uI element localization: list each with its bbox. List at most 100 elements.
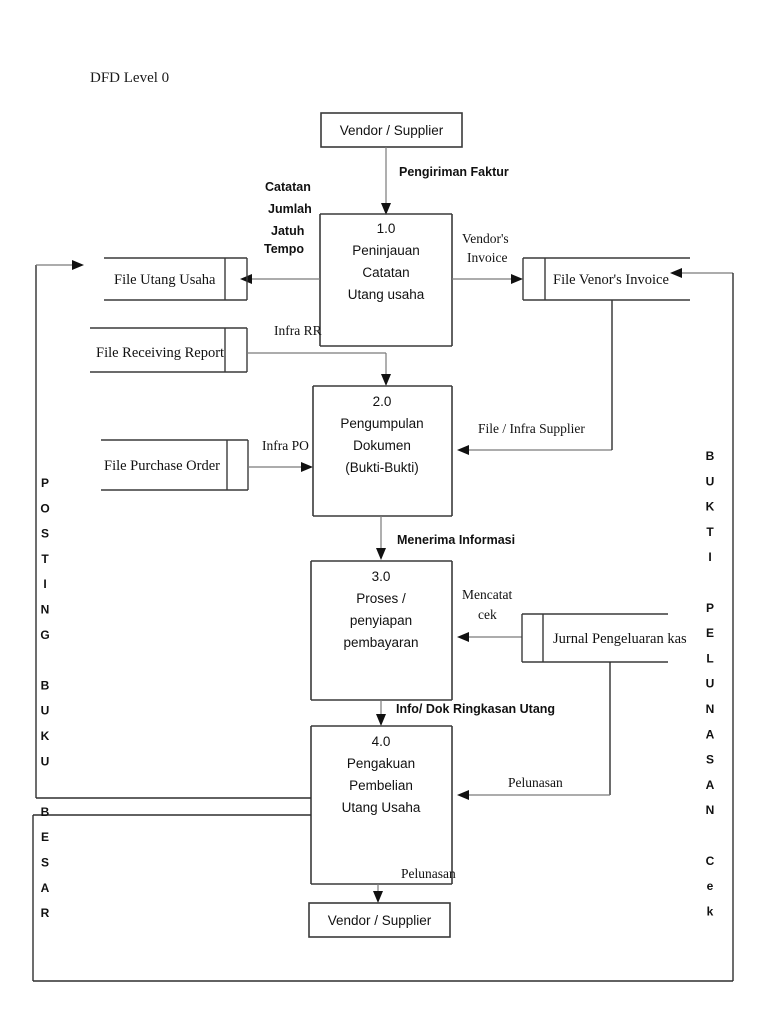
posting-buku-besar-loop	[35, 260, 311, 799]
bukti-pelunasan-cek-loop	[32, 273, 734, 982]
datastore-label: File Utang Usaha	[114, 272, 216, 288]
process-1-peninjauan-catatan-utang-usaha[interactable]: 1.0 Peninjauan Catatan Utang usaha	[319, 213, 453, 347]
bukti-pelunasan-cek-letter: S	[706, 753, 714, 767]
bukti-pelunasan-cek-letter: C	[706, 854, 715, 868]
process-line-1: Proses /	[356, 591, 406, 606]
bukti-pelunasan-cek-letter: N	[706, 803, 715, 817]
process-number: 2.0	[373, 394, 392, 409]
bukti-pelunasan-cek-letter: L	[706, 651, 713, 665]
flow-mencatat-cek-line: Mencatat cek	[457, 587, 522, 642]
posting-buku-besar-letter: B	[41, 805, 50, 819]
posting-buku-besar-letter: P	[41, 476, 49, 490]
flow-label-info-dok: Info/ Dok Ringkasan Utang	[396, 702, 555, 716]
datastore-file-receiving-report[interactable]: File Receiving Report	[90, 327, 248, 373]
bukti-pelunasan-cek-letter: E	[706, 626, 714, 640]
posting-buku-besar-letter: T	[41, 552, 49, 566]
flow-label-infra-rr: Infra RR	[274, 323, 322, 338]
bukti-pelunasan-cek-letter: U	[706, 474, 715, 488]
datastore-label: File Purchase Order	[104, 458, 220, 474]
bukti-pelunasan-cek-letter: T	[706, 525, 714, 539]
flow-infra-rr-line: Infra RR	[247, 323, 391, 386]
posting-buku-besar-letter: I	[43, 577, 46, 591]
flow-pelunasan-right-line: Pelunasan	[457, 662, 611, 800]
flow-menerima-informasi-line: Menerima Informasi	[376, 516, 515, 560]
posting-buku-besar-letter: S	[41, 527, 49, 541]
posting-buku-besar-letter: A	[41, 881, 50, 895]
process-line-1: Pengakuan	[347, 756, 415, 771]
datastore-jurnal-pengeluaran-kas[interactable]: Jurnal Pengeluaran kas	[521, 613, 687, 663]
flow-pelunasan-bottom-line: Pelunasan	[373, 866, 456, 903]
process-line-3: Utang Usaha	[342, 800, 421, 815]
bukti-pelunasan-cek-letter: U	[706, 677, 715, 691]
posting-buku-besar-letter: U	[41, 754, 50, 768]
bukti-pelunasan-cek-letter: P	[706, 601, 714, 615]
bukti-pelunasan-cek-letter: A	[706, 778, 715, 792]
flow-label-file-infra-supplier: File / Infra Supplier	[478, 421, 585, 436]
flow-label-jumlah: Jumlah	[268, 202, 312, 216]
posting-buku-besar-letter: G	[40, 628, 49, 642]
entity-label: Vendor / Supplier	[328, 913, 432, 928]
posting-buku-besar-letter: U	[41, 704, 50, 718]
flow-vendors-invoice: Vendor's Invoice	[452, 231, 523, 284]
posting-buku-besar-letter: S	[41, 856, 49, 870]
flow-label-pelunasan-right: Pelunasan	[508, 775, 563, 790]
process-2-pengumpulan-dokumen[interactable]: 2.0 Pengumpulan Dokumen (Bukti-Bukti)	[312, 385, 453, 517]
flow-label-catatan: Catatan	[265, 180, 311, 194]
flow-pengiriman-faktur-line: Pengiriman Faktur	[381, 147, 509, 215]
flow-label-invoice: Invoice	[467, 250, 507, 265]
flow-file-infra-supplier-line: File / Infra Supplier	[457, 300, 613, 455]
process-number: 3.0	[372, 569, 391, 584]
entity-vendor-supplier-bottom[interactable]: Vendor / Supplier	[308, 902, 451, 938]
bukti-pelunasan-cek-letter: A	[706, 727, 715, 741]
flow-label-menerima-informasi: Menerima Informasi	[397, 533, 515, 547]
flow-infra-po-line: Infra PO	[248, 438, 313, 472]
process-line-3: Utang usaha	[348, 287, 425, 302]
posting-buku-besar-letter: K	[41, 729, 50, 743]
process-4-pengakuan-pembelian-utang-usaha[interactable]: 4.0 Pengakuan Pembelian Utang Usaha	[310, 725, 453, 885]
process-line-1: Peninjauan	[352, 243, 420, 258]
posting-buku-besar-letter: R	[41, 906, 50, 920]
process-line-2: Catatan	[362, 265, 409, 280]
posting-buku-besar-letter: N	[41, 603, 50, 617]
bukti-pelunasan-cek-letter: N	[706, 702, 715, 716]
posting-buku-besar-letter: B	[41, 678, 50, 692]
flow-label-mencatat: Mencatat	[462, 587, 512, 602]
process-line-2: Dokumen	[353, 438, 411, 453]
datastore-file-venors-invoice[interactable]: File Venor's Invoice	[522, 257, 690, 301]
process-line-2: Pembelian	[349, 778, 413, 793]
posting-buku-besar-letter: O	[40, 501, 49, 515]
flow-label-vendors: Vendor's	[462, 231, 509, 246]
process-line-3: pembayaran	[343, 635, 418, 650]
bukti-pelunasan-cek-letter: K	[706, 500, 715, 514]
entity-label: Vendor / Supplier	[340, 123, 444, 138]
posting-buku-besar-letter: E	[41, 830, 49, 844]
flow-label-tempo: Tempo	[264, 242, 304, 256]
datastore-file-utang-usaha[interactable]: File Utang Usaha	[104, 257, 248, 301]
flow-label-pelunasan-bottom: Pelunasan	[401, 866, 456, 881]
bukti-pelunasan-cek-letter: B	[706, 449, 715, 463]
flow-label-infra-po: Infra PO	[262, 438, 309, 453]
process-number: 1.0	[377, 221, 396, 236]
bukti-pelunasan-cek-letter: e	[707, 879, 714, 893]
flow-bukti-pelunasan-to-invoice	[670, 268, 733, 278]
flow-info-dok-ringkasan-utang-line: Info/ Dok Ringkasan Utang	[376, 700, 555, 726]
datastore-label: Jurnal Pengeluaran kas	[553, 631, 687, 647]
datastore-file-purchase-order[interactable]: File Purchase Order	[101, 439, 249, 491]
flow-label-pengiriman-faktur: Pengiriman Faktur	[399, 165, 509, 179]
process-line-2: penyiapan	[350, 613, 412, 628]
bukti-pelunasan-cek-letter: I	[708, 550, 711, 564]
datastore-label: File Receiving Report	[96, 345, 224, 361]
flow-catatan-jumlah-jatuh-tempo: Catatan Jumlah Jatuh Tempo	[240, 180, 320, 284]
page-title: DFD Level 0	[90, 70, 169, 86]
bukti-pelunasan-cek-letter: k	[707, 904, 714, 918]
flow-label-jatuh: Jatuh	[271, 224, 304, 238]
flow-label-cek: cek	[478, 607, 497, 622]
entity-vendor-supplier-top[interactable]: Vendor / Supplier	[320, 112, 463, 148]
process-3-proses-penyiapan-pembayaran[interactable]: 3.0 Proses / penyiapan pembayaran	[310, 560, 453, 701]
process-line-1: Pengumpulan	[340, 416, 423, 431]
datastore-label: File Venor's Invoice	[553, 272, 669, 288]
process-line-3: (Bukti-Bukti)	[345, 460, 419, 475]
